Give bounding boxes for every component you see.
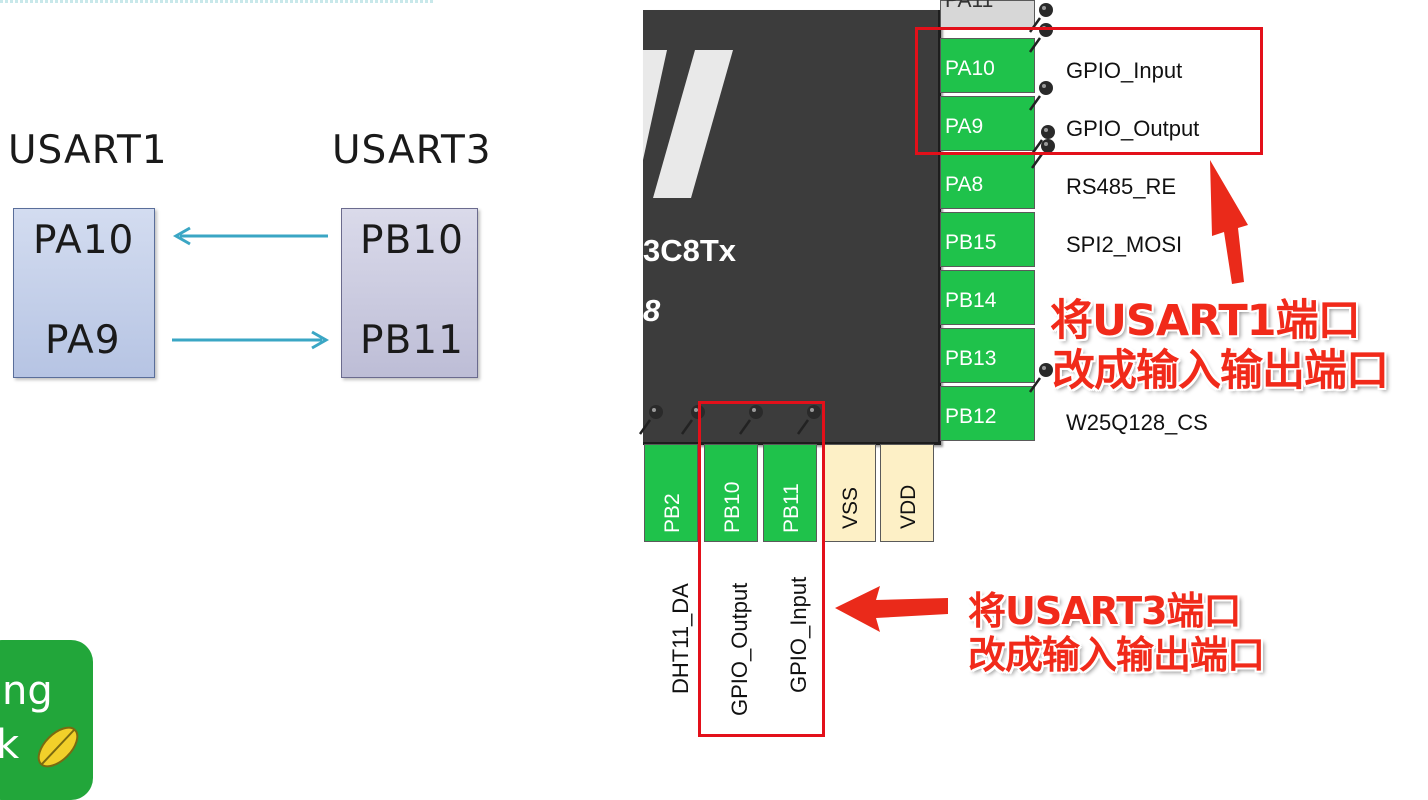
pin-label: PB14 [945,289,997,312]
pin-label: PB15 [945,231,997,254]
usart3-note-line2: 改成输入输出端口 [968,633,1265,677]
pin-label: PA9 [945,115,984,138]
top-divider [0,0,435,3]
pin-vdd[interactable]: VDD [880,444,934,542]
pin-pa10[interactable]: PA10 [940,38,1035,93]
pin-label-pa11: PA11 [945,0,994,12]
logo-text-line2: k [0,722,20,768]
pin-label: PB12 [945,405,997,428]
usart1-title: USART1 [8,128,168,173]
pin-pa8[interactable]: PA8 [940,154,1035,209]
annotation-arrows [835,160,1248,632]
arrow-head-right [311,330,330,350]
arrow-head-left [172,226,191,246]
pin-vss[interactable]: VSS [822,444,876,542]
chip-part-number: 3C8Tx [643,233,737,268]
arrow-left-icon [835,586,948,632]
signal-pb15: SPI2_MOSI [1066,232,1183,257]
usart1-pin-block [13,208,155,378]
pin-label: PB13 [945,347,997,370]
usart1-pin-pa9: PA9 [45,318,121,363]
usart3-note-line1: 将USART3端口 [968,589,1242,633]
chip-logo-mark [643,50,733,198]
pin-pb10[interactable]: PB10 [704,444,758,542]
pin-pb14[interactable]: PB14 [940,270,1035,325]
arrow-up-icon [1210,160,1248,284]
usart3-pin-pb10: PB10 [360,218,464,263]
usart3-pin-pb11: PB11 [360,318,464,363]
signal-pa10: GPIO_Input [1066,58,1183,83]
usart1-pin-pa10: PA10 [33,218,135,263]
pin-pb15[interactable]: PB15 [940,212,1035,267]
pin-pb13[interactable]: PB13 [940,328,1035,383]
pin-label: PA10 [945,57,995,80]
pin-pb2[interactable]: PB2 [644,444,698,542]
usart3-pin-block [341,208,478,378]
highlight-usart3-pins [698,401,825,737]
signal-pa8: RS485_RE [1066,174,1177,199]
logo-text-line1: ng [2,668,53,714]
leaf-icon [37,726,79,768]
usart1-note-line2: 改成输入输出端口 [1052,346,1389,396]
signal-pa9: GPIO_Output [1066,116,1200,141]
pin-pb12[interactable]: PB12 [940,386,1035,441]
pin-label: PA8 [945,173,984,196]
chip-package-digit: 8 [643,293,661,328]
highlight-usart1-pins [915,27,1263,155]
usart1-note-line1: 将USART1端口 [1050,296,1361,346]
usart3-title: USART3 [332,128,492,173]
usart-arrows [172,226,330,350]
signal-pb12: W25Q128_CS [1066,410,1208,435]
pin-pb11[interactable]: PB11 [763,444,817,542]
pin-pa9[interactable]: PA9 [940,96,1035,151]
